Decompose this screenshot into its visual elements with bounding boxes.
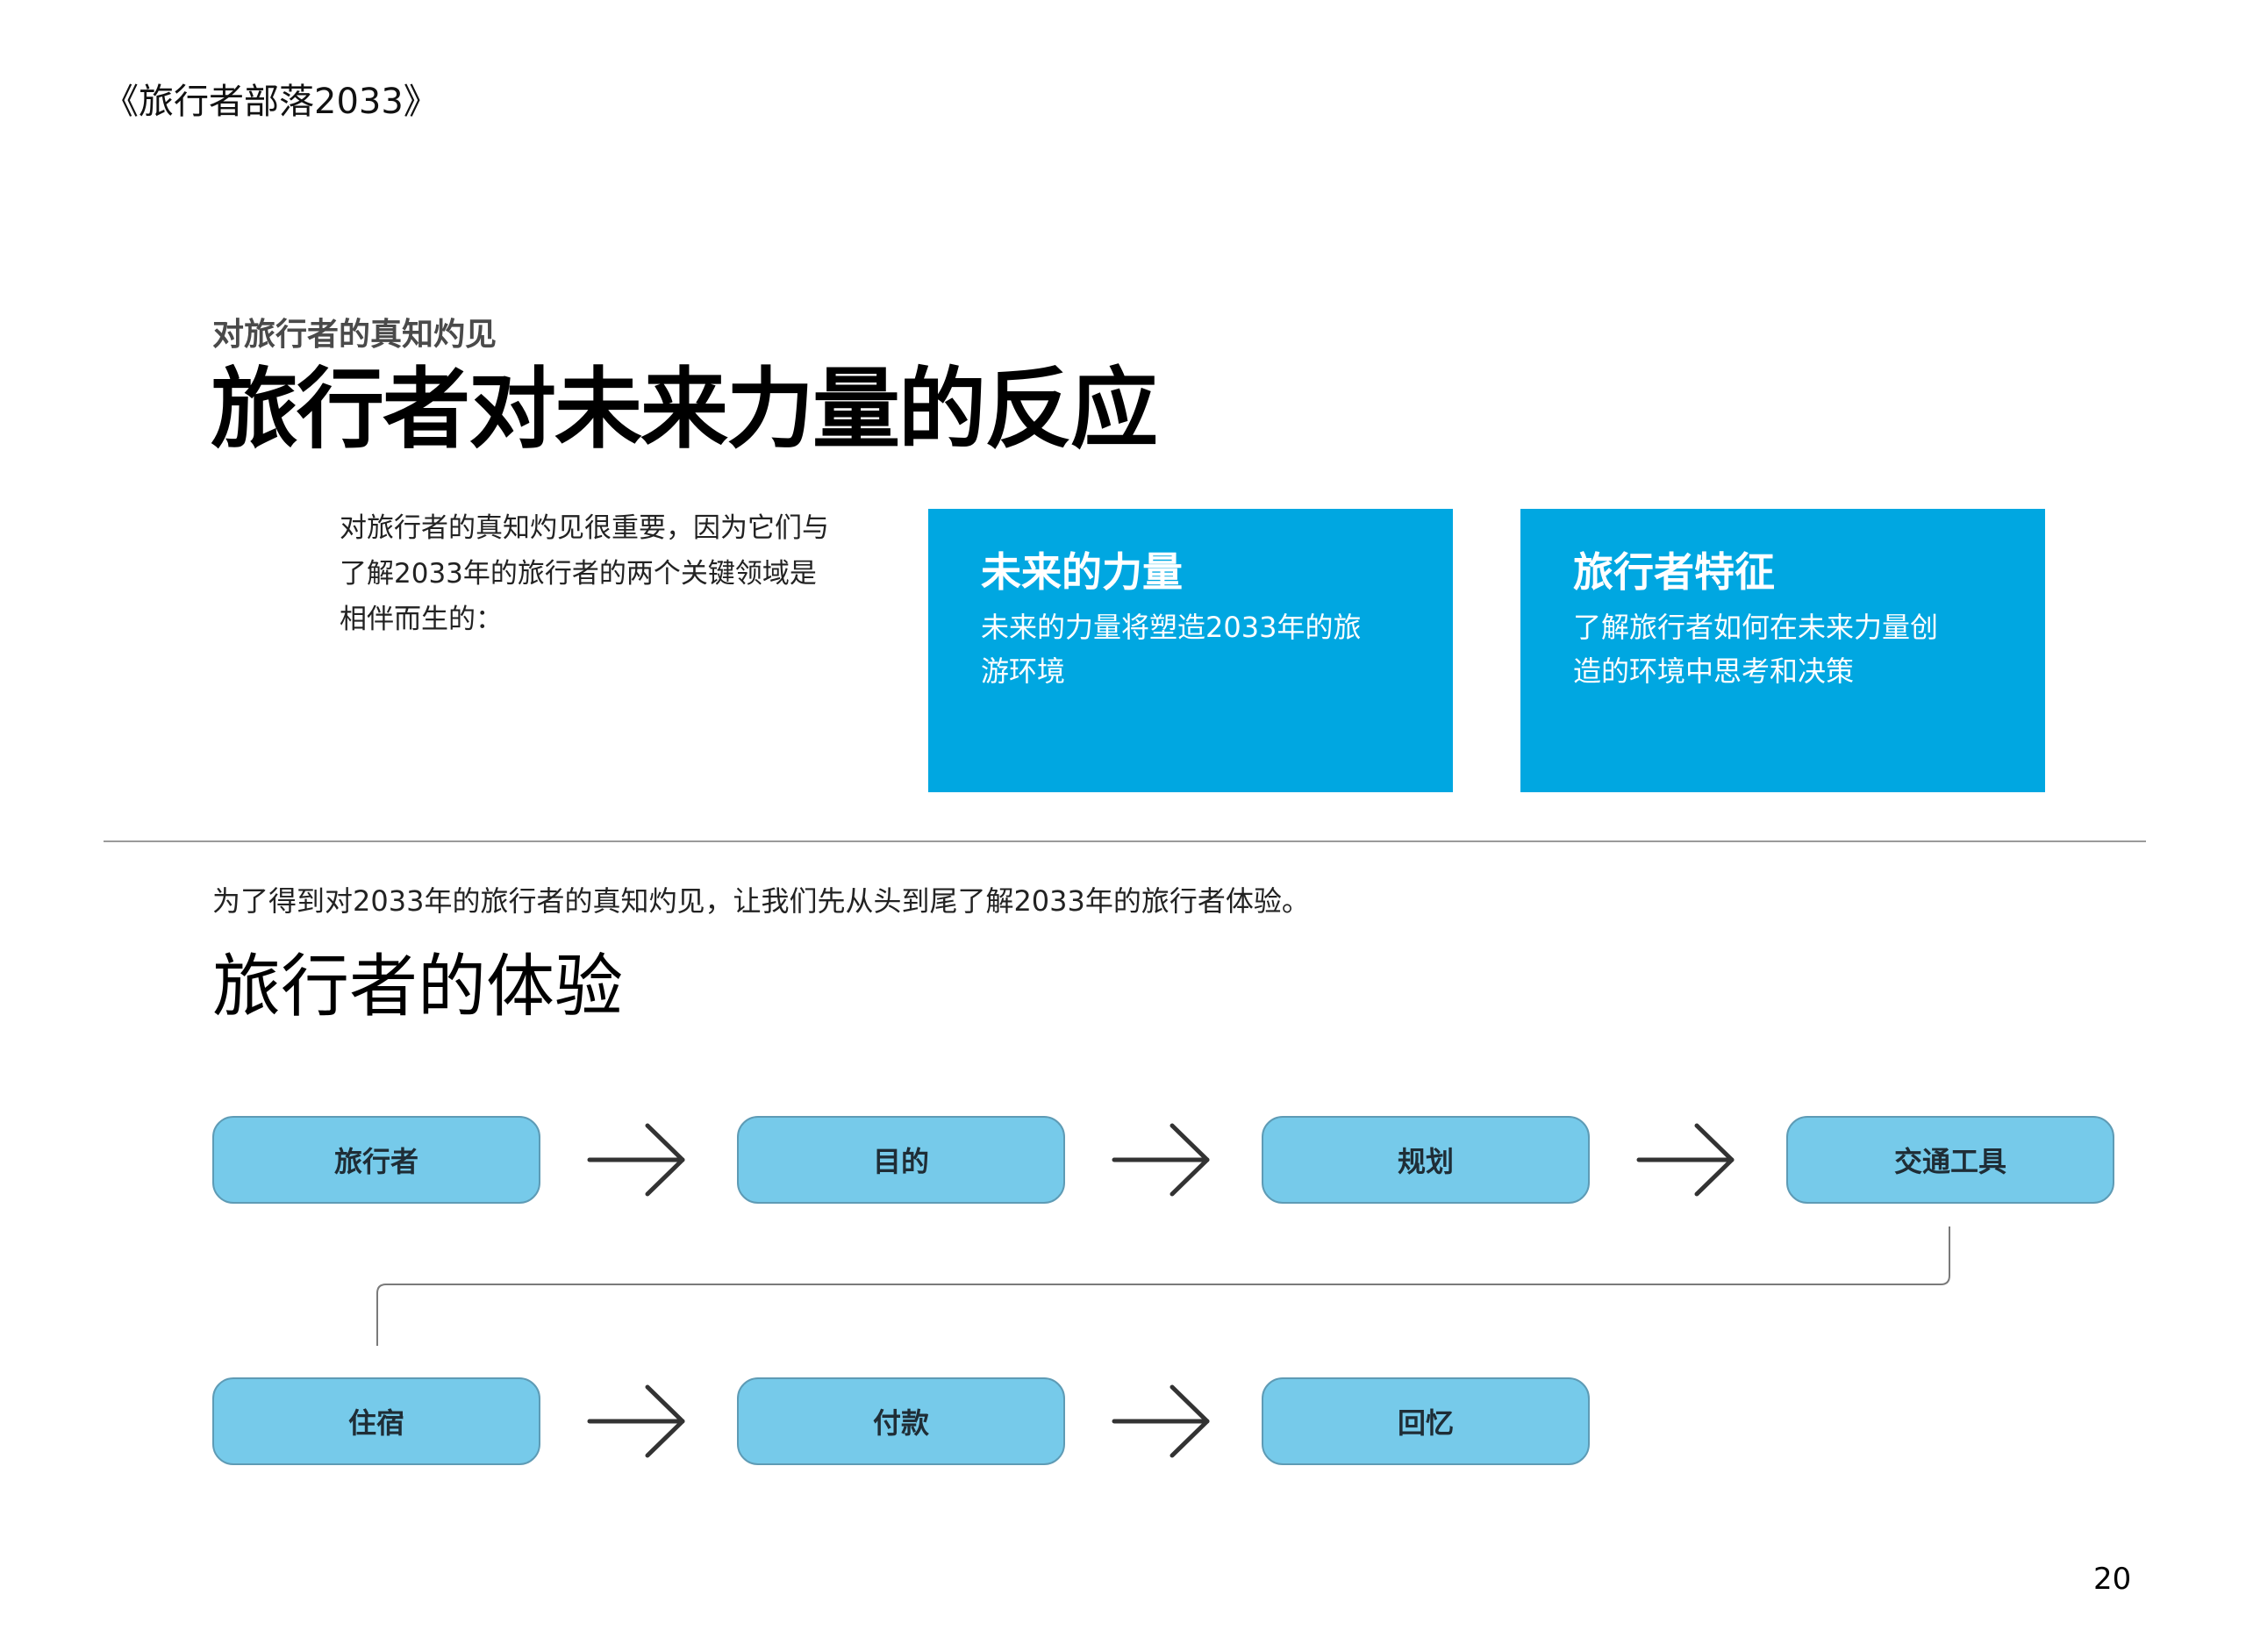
arrow-right-icon	[587, 1384, 685, 1458]
journey-step-traveler: 旅行者	[212, 1116, 540, 1204]
section-eyebrow: 对旅行者的真知灼见	[212, 317, 497, 353]
journey-step-accommodation: 住宿	[212, 1377, 540, 1465]
arrow-right-icon	[1112, 1123, 1210, 1197]
arrow-right-icon	[1112, 1384, 1210, 1458]
document-title: 《旅行者部落2033》	[104, 82, 439, 122]
journey-step-destination: 目的	[737, 1116, 1065, 1204]
wrap-connector-line	[376, 1226, 1950, 1346]
journey-step-payment: 付款	[737, 1377, 1065, 1465]
card-traveler-traits: 旅行者特征 了解旅行者如何在未来力量创造的环境中思考和决策	[1520, 509, 2045, 792]
card-body: 了解旅行者如何在未来力量创造的环境中思考和决策	[1573, 611, 1939, 688]
journey-step-planning: 规划	[1262, 1116, 1590, 1204]
card-title: 旅行者特征	[1573, 548, 1775, 596]
main-heading: 旅行者对未来力量的反应	[211, 358, 1158, 461]
card-future-forces: 未来的力量 未来的力量将塑造2033年的旅游环境	[928, 509, 1453, 792]
arrow-right-icon	[1636, 1123, 1735, 1197]
arrow-right-icon	[587, 1123, 685, 1197]
journey-step-transport: 交通工具	[1786, 1116, 2114, 1204]
section-heading: 旅行者的体验	[212, 948, 624, 1026]
page-number: 20	[2093, 1562, 2132, 1597]
journey-step-memories: 回忆	[1262, 1377, 1590, 1465]
card-title: 未来的力量	[981, 548, 1183, 596]
intro-paragraph: 对旅行者的真知灼见很重要，因为它们与了解2033年的旅行者的两个关键领域是相伴而…	[340, 512, 829, 635]
lead-in-text: 为了得到对2033年的旅行者的真知灼见，让我们先从头到尾了解2033年的旅行者体…	[212, 884, 1310, 918]
card-body: 未来的力量将塑造2033年的旅游环境	[981, 611, 1362, 688]
section-divider	[104, 840, 2146, 842]
